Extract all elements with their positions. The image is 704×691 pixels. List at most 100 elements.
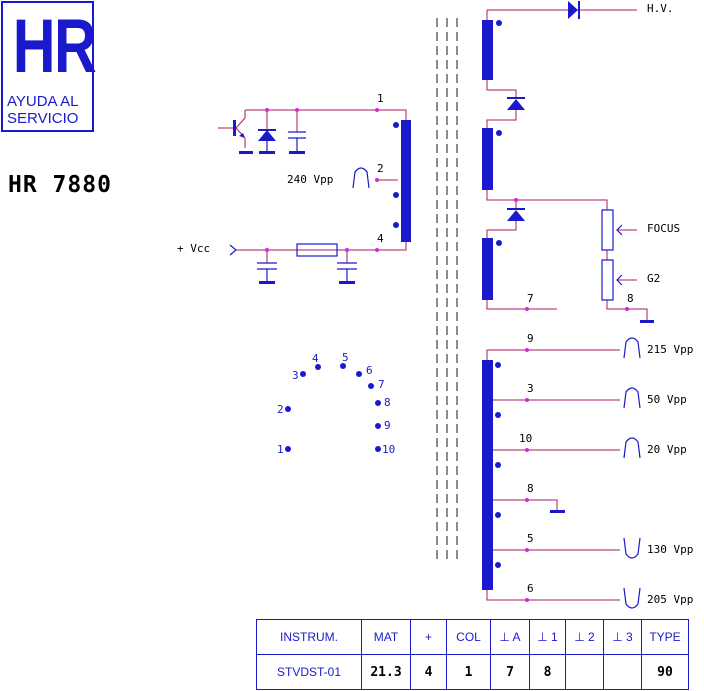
node-pin9 — [525, 348, 529, 352]
pinout-label: 6 — [366, 364, 373, 377]
g2-label: G2 — [647, 272, 660, 285]
logo-line-1: AYUDA AL — [7, 93, 79, 110]
output-label: 50 Vpp — [647, 393, 687, 406]
node-pin6 — [525, 598, 529, 602]
ground-icon — [640, 320, 654, 323]
pinout-label: 8 — [384, 396, 391, 409]
ground-icon — [239, 151, 253, 154]
hv-label: H.V. — [647, 2, 674, 15]
pulse-130vpp-icon — [623, 537, 641, 559]
phase-dot — [495, 462, 501, 468]
wire-205vpp — [486, 590, 620, 601]
ground-icon — [550, 510, 565, 513]
output-label: 205 Vpp — [647, 593, 693, 606]
table-header-cell: MAT — [361, 619, 411, 655]
node-pin10 — [525, 448, 529, 452]
vcc-label: + Vcc — [177, 242, 210, 255]
pinout-label: 7 — [378, 378, 385, 391]
hv-winding-3 — [482, 238, 493, 300]
pin-label: 5 — [527, 532, 534, 545]
node — [295, 108, 299, 112]
pinout-label: 10 — [382, 443, 395, 456]
spec-table: INSTRUM. MAT + COL ⊥ A ⊥ 1 ⊥ 2 ⊥ 3 TYPE … — [256, 619, 689, 690]
hv-winding-1 — [482, 20, 493, 80]
pulse-50vpp-icon — [623, 387, 641, 409]
phase-dot — [496, 20, 502, 26]
phase-dot — [495, 562, 501, 568]
output-label: 130 Vpp — [647, 543, 693, 556]
logo-line-2: SERVICIO — [7, 110, 79, 127]
hv-diode-icon — [568, 1, 578, 19]
table-header-cell: INSTRUM. — [256, 619, 362, 655]
pinout-label: 5 — [342, 351, 349, 364]
output-label: 215 Vpp — [647, 343, 693, 356]
table-cell — [603, 654, 642, 690]
phase-dot — [496, 130, 502, 136]
phase-dot — [496, 240, 502, 246]
focus-label: FOCUS — [647, 222, 680, 235]
node — [265, 108, 269, 112]
cascade-diode-icon — [507, 210, 525, 221]
phase-dot — [495, 512, 501, 518]
pin-label: 8 — [627, 292, 634, 305]
damper-diode-icon — [258, 130, 276, 141]
focus-wire — [486, 190, 608, 210]
pulse-240vpp-icon — [352, 167, 370, 189]
pin-label: 3 — [527, 382, 534, 395]
logo-subtitle: AYUDA AL SERVICIO — [3, 93, 92, 127]
vcc-input-arrow — [229, 244, 237, 256]
table-header-cell: ⊥ A — [490, 619, 530, 655]
node-pin2 — [375, 178, 379, 182]
node-pin8 — [625, 307, 629, 311]
transistor-emitter-arrow — [239, 133, 245, 138]
pin-label: 4 — [377, 232, 384, 245]
table-cell: STVDST-01 — [256, 654, 362, 690]
pin-label: 1 — [377, 92, 384, 105]
ground-icon — [259, 281, 275, 284]
transistor-collector — [235, 117, 246, 129]
phase-dot — [393, 222, 399, 228]
node-pin3 — [525, 398, 529, 402]
pinout-dot — [285, 406, 291, 412]
focus-resistor — [601, 209, 614, 251]
pinout-label: 2 — [277, 403, 284, 416]
node-pin5 — [525, 548, 529, 552]
hr-logo: HR AYUDA AL SERVICIO — [1, 1, 97, 132]
model-title: HR 7880 — [8, 172, 112, 198]
table-header-cell: TYPE — [641, 619, 689, 655]
ground-icon — [289, 151, 305, 154]
output-label: 20 Vpp — [647, 443, 687, 456]
table-header-cell: ⊥ 1 — [529, 619, 566, 655]
g2-arrowhead — [616, 274, 623, 286]
ground-icon — [259, 151, 275, 154]
primary-winding — [401, 120, 411, 242]
secondary-winding — [482, 360, 493, 590]
pinout-dot — [375, 423, 381, 429]
phase-dot — [495, 362, 501, 368]
pulse-215vpp-icon — [623, 337, 641, 359]
phase-dot — [393, 192, 399, 198]
cascade-diode-icon — [507, 99, 525, 110]
ground-icon — [339, 281, 355, 284]
primary-wire-pin4 — [236, 242, 407, 251]
table-cell: 8 — [529, 654, 566, 690]
transistor-icon — [233, 120, 236, 136]
pinout-dot — [315, 364, 321, 370]
wire-215vpp — [486, 349, 620, 360]
table-header-cell: COL — [446, 619, 491, 655]
table-cell: 7 — [490, 654, 530, 690]
node-pin1 — [375, 108, 379, 112]
pinout-dot — [368, 383, 374, 389]
vcc-resistor — [296, 243, 338, 257]
node — [345, 248, 349, 252]
pinout-dot — [340, 363, 346, 369]
pinout-label: 9 — [384, 419, 391, 432]
table-header-row: INSTRUM. MAT + COL ⊥ A ⊥ 1 ⊥ 2 ⊥ 3 TYPE — [256, 619, 689, 655]
pinout-dot — [356, 371, 362, 377]
pin-label: 6 — [527, 582, 534, 595]
node-pin7 — [525, 307, 529, 311]
pinout-label: 4 — [312, 352, 319, 365]
hv-winding-2 — [482, 128, 493, 190]
